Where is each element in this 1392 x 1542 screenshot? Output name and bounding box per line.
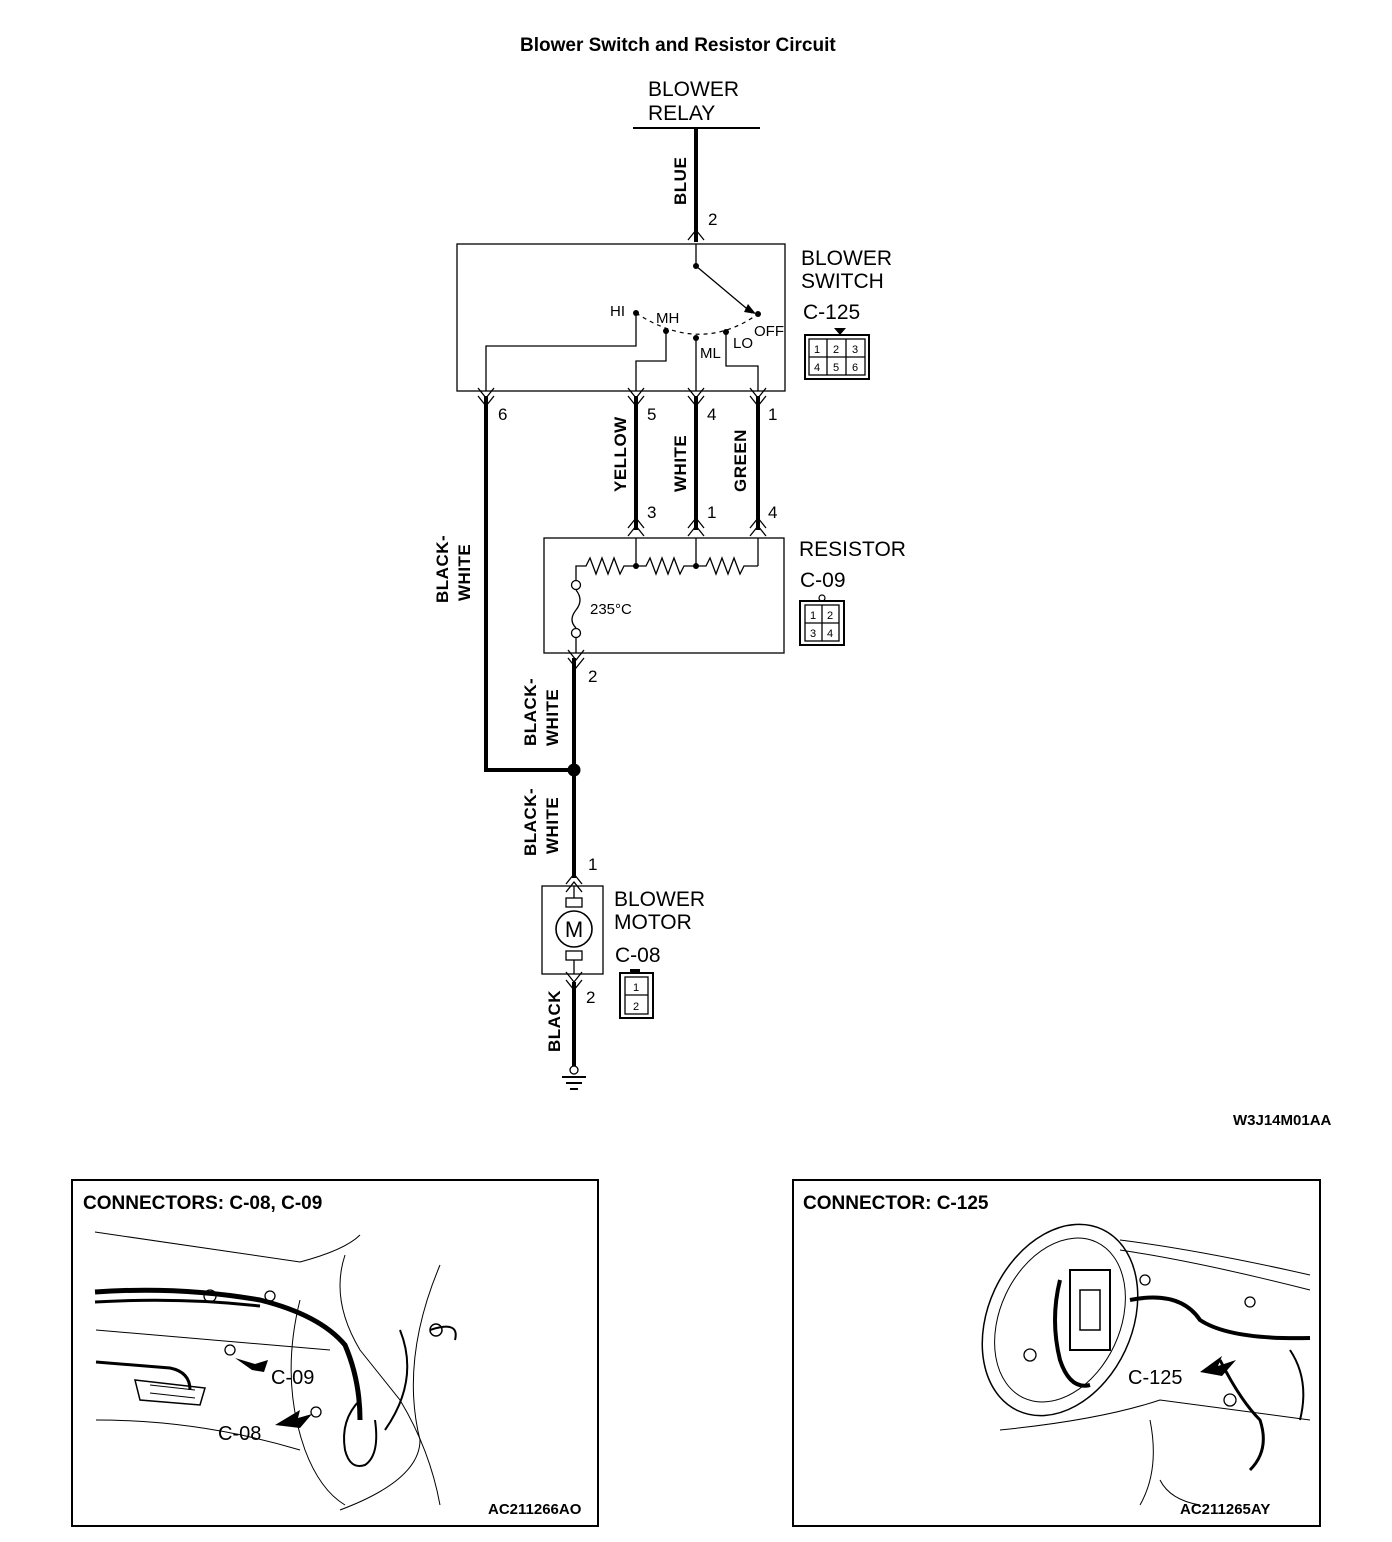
arrow-icon — [235, 1358, 268, 1372]
resistor-icon — [575, 538, 759, 580]
lead-lo — [725, 332, 759, 391]
svg-text:2: 2 — [633, 1001, 639, 1013]
position-lo: LO — [733, 335, 753, 352]
pin-switch-5: 5 — [647, 405, 656, 424]
blower-motor-connector-id: C-08 — [615, 944, 661, 967]
wire-label-blue: BLUE — [671, 157, 690, 205]
wire-label-black-white-1b: WHITE — [455, 544, 474, 601]
connector-arrow-icon — [749, 524, 767, 537]
connector-arrow-icon — [749, 516, 767, 529]
lead-hi — [485, 313, 637, 391]
wire-label-black-white-1a: BLACK- — [433, 535, 452, 603]
resistor-label: RESISTOR — [799, 538, 906, 561]
connector-arrow-icon — [687, 524, 705, 537]
blower-motor-box — [541, 885, 604, 975]
blower-relay-label-2: RELAY — [648, 102, 715, 125]
svg-text:5: 5 — [833, 362, 839, 374]
pin-resistor-3: 3 — [647, 503, 656, 522]
connector-arrow-icon — [565, 872, 583, 885]
pin-resistor-4: 4 — [768, 503, 777, 522]
connector-arrow-icon — [627, 516, 645, 529]
switch-blade-arrow-icon — [744, 304, 756, 314]
pin-switch-6: 6 — [498, 405, 507, 424]
svg-text:M: M — [565, 917, 583, 942]
position-hi: HI — [610, 303, 625, 320]
connector-arrow-icon — [687, 228, 705, 241]
c125-connector-icon: 1 2 3 4 5 6 — [804, 328, 870, 380]
pin-motor-2: 2 — [586, 988, 595, 1007]
diagram-title: Blower Switch and Resistor Circuit — [520, 35, 836, 56]
panel-2-title: CONNECTOR: C-125 — [803, 1193, 989, 1214]
diagram-code: W3J14M01AA — [1233, 1112, 1332, 1129]
svg-text:2: 2 — [827, 610, 833, 622]
pin-motor-1: 1 — [588, 855, 597, 874]
position-off: OFF — [754, 323, 784, 340]
motor-icon: M — [555, 886, 593, 974]
panel-2-code: AC211265AY — [1180, 1501, 1270, 1518]
ground-icon — [562, 1065, 586, 1090]
lead-mh — [635, 331, 667, 391]
c08-connector-icon: 1 2 — [619, 969, 654, 1019]
svg-text:3: 3 — [810, 628, 816, 640]
svg-text:4: 4 — [814, 362, 820, 374]
position-mh: MH — [656, 310, 679, 327]
switch-blade — [695, 265, 753, 314]
splice-junction — [567, 763, 581, 777]
blower-switch-connector-id: C-125 — [803, 301, 860, 324]
callout-c125: C-125 — [1128, 1367, 1182, 1389]
blower-motor-label-2: MOTOR — [614, 911, 692, 934]
arrow-icon — [275, 1410, 312, 1428]
wire-label-black: BLACK — [545, 990, 564, 1052]
wire-label-yellow: YELLOW — [611, 416, 630, 492]
resistor-connector-id: C-09 — [800, 569, 846, 592]
connector-arrow-icon — [687, 516, 705, 529]
position-ml: ML — [700, 345, 721, 362]
panel-1-title: CONNECTORS: C-08, C-09 — [83, 1193, 322, 1214]
wire-label-black-white-3b: WHITE — [543, 797, 562, 854]
connector-arrow-icon — [565, 880, 583, 893]
wire-label-black-white-2b: WHITE — [543, 689, 562, 746]
svg-text:1: 1 — [814, 344, 820, 356]
pin-resistor-1: 1 — [707, 503, 716, 522]
svg-text:6: 6 — [852, 362, 858, 374]
svg-text:1: 1 — [633, 982, 639, 994]
connector-location-panel-1: CONNECTORS: C-08, C-09 C-09 C — [71, 1179, 599, 1527]
blower-switch-label-2: SWITCH — [801, 270, 884, 293]
arrow-icon — [1200, 1356, 1236, 1376]
panel-1-code: AC211266AO — [488, 1501, 582, 1518]
switch-travel-arc — [635, 312, 759, 335]
connector-location-panel-2: CONNECTOR: C-125 C-125 AC211265AY — [792, 1179, 1321, 1527]
blower-motor-label-1: BLOWER — [614, 888, 705, 911]
contact-off — [755, 311, 761, 317]
steering-column-illustration — [981, 1223, 1311, 1506]
fuse-temperature: 235°C — [590, 601, 632, 618]
wire-label-black-white-2a: BLACK- — [521, 678, 540, 746]
callout-c08: C-08 — [218, 1423, 261, 1445]
blower-switch-box — [456, 243, 786, 392]
resistor-box — [543, 537, 785, 654]
svg-text:3: 3 — [852, 344, 858, 356]
dashboard-illustration — [94, 1231, 457, 1511]
thermal-fuse-icon — [570, 579, 582, 653]
wire-label-black-white-3a: BLACK- — [521, 788, 540, 856]
wire-label-white: WHITE — [671, 435, 690, 492]
pin-switch-2: 2 — [708, 210, 717, 229]
blower-switch-label-1: BLOWER — [801, 247, 892, 270]
pin-switch-1: 1 — [768, 405, 777, 424]
wire-black-white-hi — [484, 396, 574, 772]
svg-text:2: 2 — [833, 344, 839, 356]
blower-relay-label-1: BLOWER — [648, 78, 739, 101]
wire-label-green: GREEN — [731, 429, 750, 492]
connector-arrow-icon — [627, 524, 645, 537]
svg-text:4: 4 — [827, 628, 833, 640]
c09-connector-icon: 1 2 3 4 — [799, 594, 845, 646]
svg-text:1: 1 — [810, 610, 816, 622]
pin-resistor-2: 2 — [588, 667, 597, 686]
pin-switch-4: 4 — [707, 405, 716, 424]
callout-c09: C-09 — [271, 1367, 314, 1389]
